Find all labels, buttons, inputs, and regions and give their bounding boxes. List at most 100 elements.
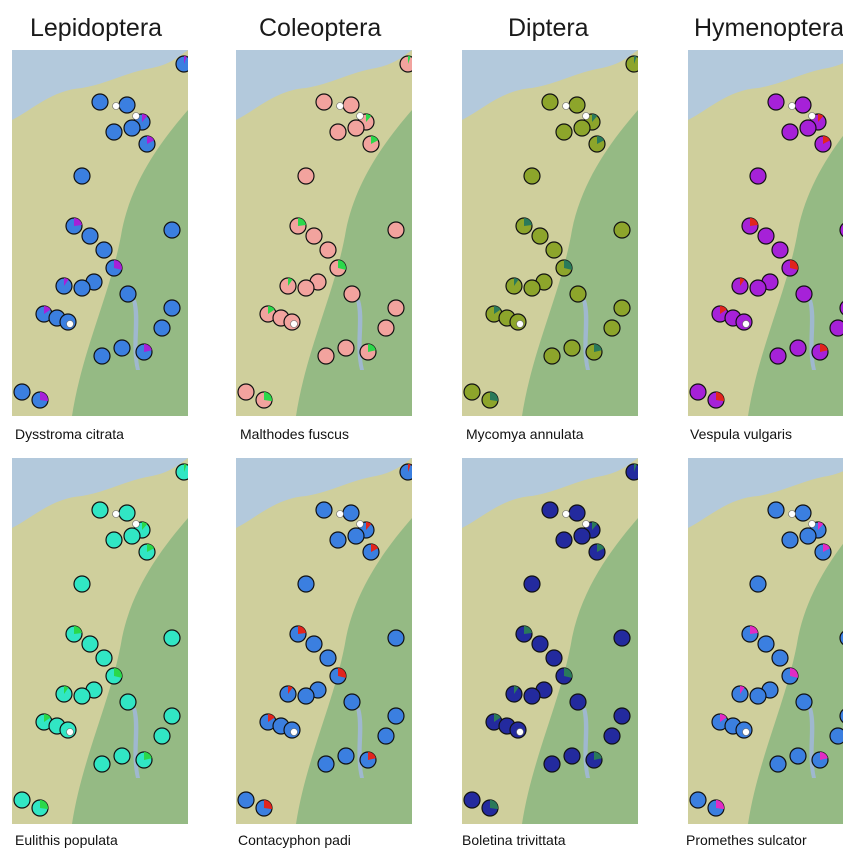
site-pie-chart [73, 279, 91, 297]
site-pie-chart [541, 93, 559, 111]
site-pie-chart [342, 96, 360, 114]
site-pie-chart [73, 575, 91, 593]
site-pie-chart [749, 575, 767, 593]
empty-site-marker [336, 510, 344, 518]
map-panel-bottom-4 [688, 458, 843, 824]
site-pie-chart [377, 319, 395, 337]
site-pie-chart [707, 799, 725, 817]
site-pie-chart [731, 277, 749, 295]
site-pie-chart [543, 347, 561, 365]
site-pie-chart [757, 635, 775, 653]
forest-area [296, 518, 412, 824]
empty-site-marker [290, 728, 298, 736]
site-pie-chart [463, 383, 481, 401]
site-pie-chart [362, 135, 380, 153]
lake [582, 708, 590, 778]
site-pie-chart [613, 707, 631, 725]
empty-site-marker [808, 112, 816, 120]
map-svg [462, 50, 638, 416]
site-pie-chart [569, 285, 587, 303]
site-pie-chart [829, 319, 843, 337]
site-pie-chart [749, 167, 767, 185]
site-pie-chart [689, 383, 707, 401]
empty-site-marker [808, 520, 816, 528]
site-pie-chart [13, 791, 31, 809]
empty-site-marker [336, 102, 344, 110]
site-pie-chart [289, 217, 307, 235]
site-pie-chart [515, 217, 533, 235]
site-pie-chart [505, 685, 523, 703]
site-pie-chart [175, 55, 188, 73]
site-pie-chart [399, 463, 412, 481]
empty-site-marker [582, 520, 590, 528]
site-pie-chart [305, 227, 323, 245]
site-pie-chart [749, 279, 767, 297]
site-pie-chart [613, 299, 631, 317]
map-panel-bottom-3 [462, 458, 638, 824]
site-pie-chart [481, 391, 499, 409]
site-pie-chart [163, 629, 181, 647]
site-pie-chart [689, 791, 707, 809]
site-pie-chart [795, 693, 813, 711]
site-pie-chart [481, 799, 499, 817]
caption-bottom-1: Eulithis populata [15, 832, 118, 848]
site-pie-chart [387, 629, 405, 647]
site-pie-chart [93, 755, 111, 773]
col-title-2: Coleoptera [259, 14, 382, 42]
site-pie-chart [563, 747, 581, 765]
site-pie-chart [531, 635, 549, 653]
site-pie-chart [568, 96, 586, 114]
site-pie-chart [769, 755, 787, 773]
site-pie-chart [113, 747, 131, 765]
site-pie-chart [91, 93, 109, 111]
site-pie-chart [829, 727, 843, 745]
site-pie-chart [95, 241, 113, 259]
lake [132, 300, 140, 370]
site-pie-chart [73, 687, 91, 705]
site-pie-chart [255, 391, 273, 409]
site-pie-chart [794, 96, 812, 114]
lake [356, 708, 364, 778]
site-pie-chart [105, 531, 123, 549]
site-pie-chart [543, 755, 561, 773]
site-pie-chart [95, 649, 113, 667]
empty-site-marker [788, 510, 796, 518]
site-pie-chart [55, 685, 73, 703]
site-pie-chart [279, 277, 297, 295]
lake [582, 300, 590, 370]
site-pie-chart [545, 241, 563, 259]
site-pie-chart [347, 527, 365, 545]
site-pie-chart [329, 667, 347, 685]
site-pie-chart [711, 305, 729, 323]
map-panel-bottom-2 [236, 458, 412, 824]
empty-site-marker [582, 112, 590, 120]
map-panel-bottom-1 [12, 458, 188, 824]
site-pie-chart [771, 649, 789, 667]
col-title-1: Lepidoptera [30, 14, 163, 42]
site-pie-chart [463, 791, 481, 809]
col-title-3: Diptera [508, 14, 589, 42]
site-pie-chart [771, 241, 789, 259]
site-pie-chart [329, 531, 347, 549]
site-pie-chart [387, 221, 405, 239]
site-pie-chart [811, 343, 829, 361]
site-pie-chart [741, 625, 759, 643]
map-panel-top-3 [462, 50, 638, 416]
site-pie-chart [613, 221, 631, 239]
lake [808, 708, 816, 778]
empty-site-marker [112, 102, 120, 110]
site-pie-chart [337, 747, 355, 765]
map-svg [688, 50, 843, 416]
site-pie-chart [297, 687, 315, 705]
site-pie-chart [757, 227, 775, 245]
site-pie-chart [343, 285, 361, 303]
site-pie-chart [799, 527, 817, 545]
site-pie-chart [31, 391, 49, 409]
caption-bottom-2: Contacyphon padi [238, 832, 351, 848]
site-pie-chart [545, 649, 563, 667]
site-pie-chart [523, 167, 541, 185]
site-pie-chart [568, 504, 586, 522]
site-pie-chart [799, 119, 817, 137]
site-pie-chart [93, 347, 111, 365]
site-pie-chart [329, 259, 347, 277]
